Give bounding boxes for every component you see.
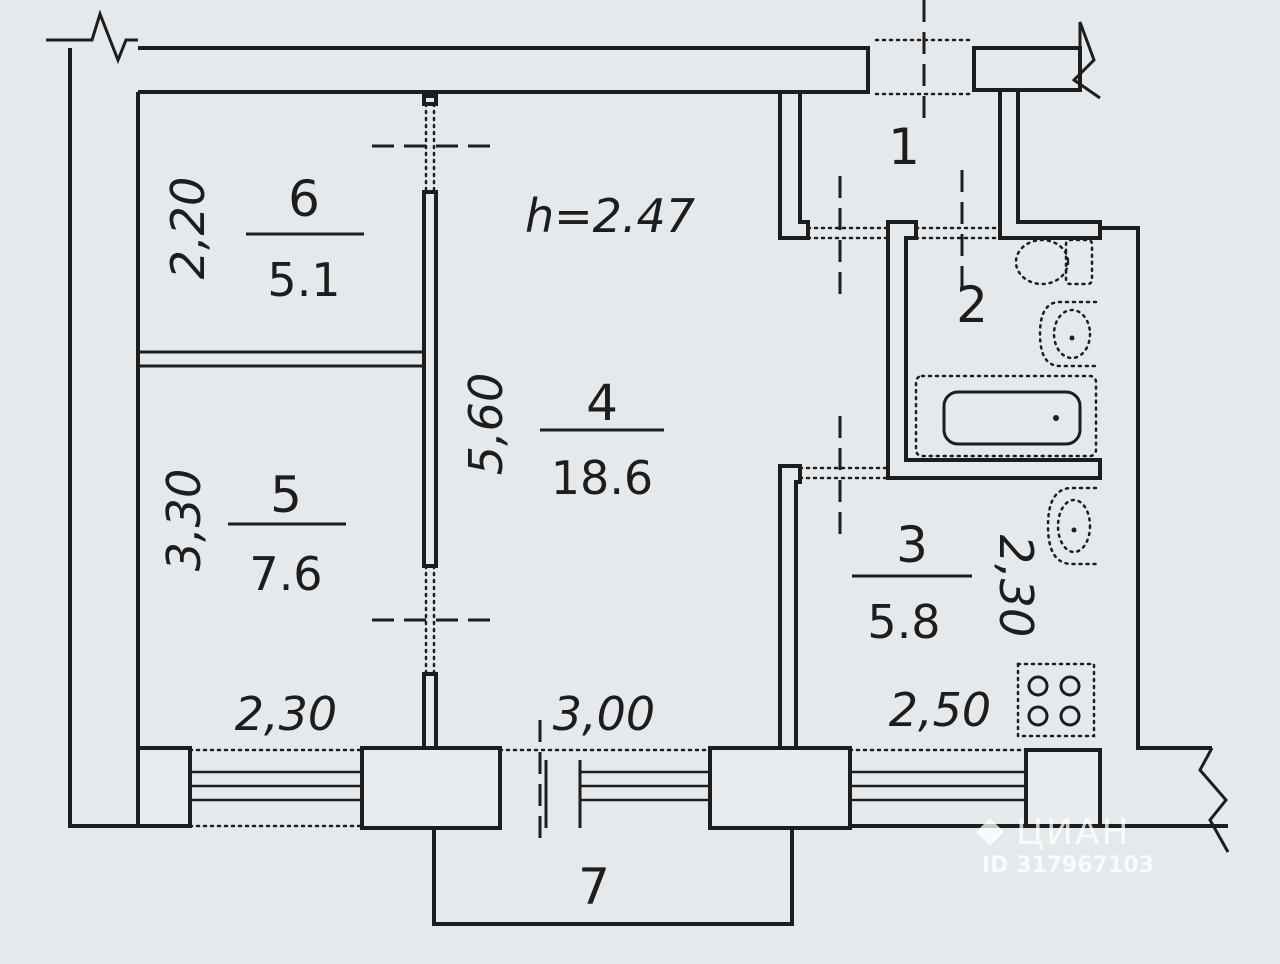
room-labels: 1 2 3 5.8 4 18.6 5 7.6 6 5.1 7	[249, 118, 987, 916]
exterior-walls	[46, 9, 1230, 853]
cian-logo-icon	[976, 818, 1004, 846]
balcony-door	[538, 720, 582, 840]
room-5-area: 7.6	[249, 547, 322, 601]
room5-height-dim: 3,30	[157, 469, 211, 571]
area-fraction-lines	[228, 232, 972, 578]
washbasin-icon	[1038, 300, 1098, 368]
room-6-number: 6	[288, 170, 320, 228]
toilet-icon	[1014, 238, 1094, 286]
balcony-outline	[432, 828, 794, 926]
room-6-area: 5.1	[267, 253, 340, 307]
watermark-brand: ЦИАН	[1016, 812, 1131, 853]
room-2-number: 2	[956, 276, 988, 334]
room-4-number: 4	[586, 374, 618, 432]
window-piers	[136, 746, 852, 830]
room6-height-dim: 2,20	[161, 177, 215, 279]
room-3-area: 5.8	[867, 595, 940, 649]
stove-icon	[1016, 662, 1096, 738]
kitchen-fixtures	[1016, 486, 1098, 738]
room5-width-dim: 2,30	[235, 687, 337, 741]
room-5-number: 5	[270, 466, 302, 524]
windows	[188, 748, 1028, 828]
bathroom-fixtures	[914, 238, 1098, 458]
room4-height-dim: 5,60	[459, 373, 513, 475]
watermark-id: ID 317967103	[982, 853, 1154, 878]
room3-height-dim: 2,30	[989, 535, 1043, 637]
room3-width-dim: 2,50	[889, 683, 991, 737]
dimension-labels: 2,20 3,30 5,60 2,30 2,30 3,00 2,50	[157, 177, 1043, 741]
room-4-area: 18.6	[551, 451, 653, 505]
room-1-number: 1	[888, 118, 920, 176]
room4-width-dim: 3,00	[553, 687, 655, 741]
room-7-number: 7	[578, 858, 610, 916]
room-3-number: 3	[896, 516, 928, 574]
interior-walls	[138, 0, 1102, 750]
watermark: ЦИАН ID 317967103	[976, 812, 1154, 878]
ceiling-height: h=2.47	[525, 189, 695, 243]
bathtub-icon	[914, 374, 1098, 458]
sink-icon	[1046, 486, 1098, 566]
